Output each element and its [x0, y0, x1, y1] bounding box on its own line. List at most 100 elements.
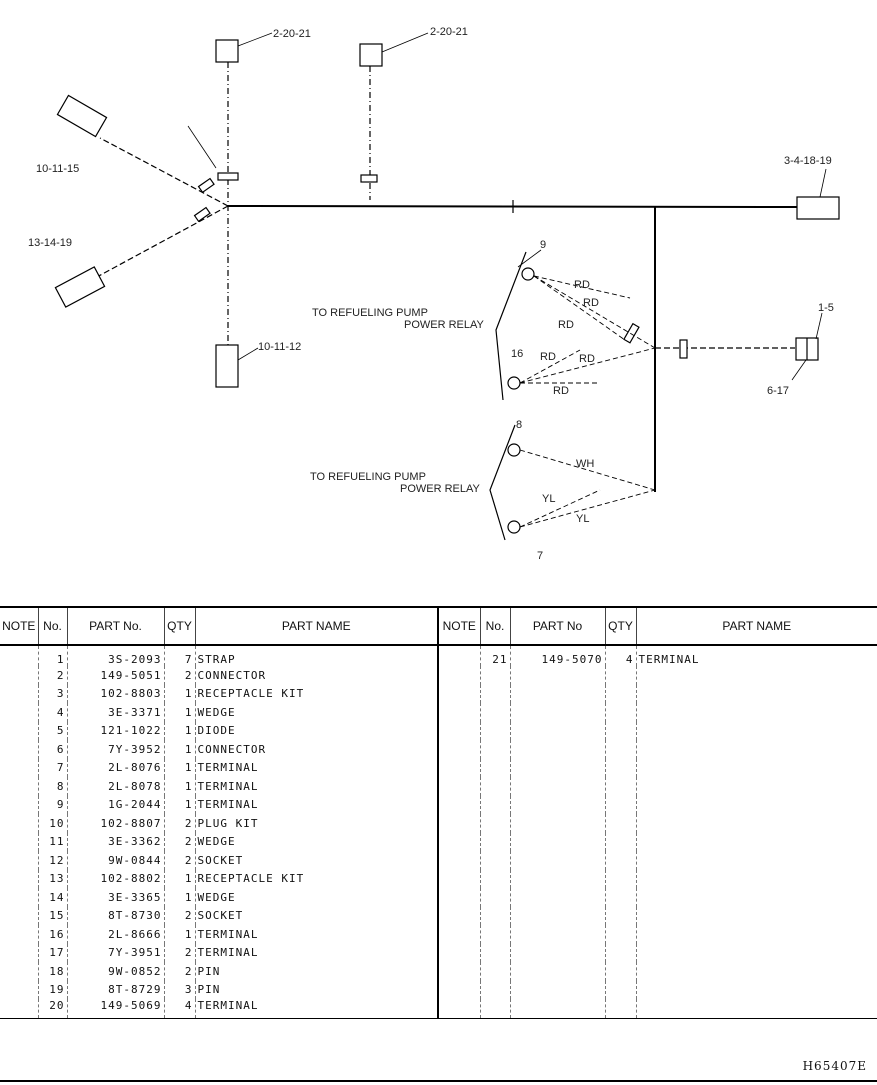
right-qty-cell [604, 684, 636, 703]
connector-left-upper [56, 94, 108, 138]
right-note-cell [437, 795, 480, 814]
right-part-no-cell [509, 684, 605, 703]
left-part-no-cell: 102-8803 [66, 684, 164, 703]
callout-bottom-left: 10-11-12 [258, 341, 301, 353]
right-part-name-cell [635, 758, 877, 777]
relay-label-upper-2: POWER RELAY [404, 319, 485, 331]
right-qty-cell [604, 962, 636, 981]
left-qty-cell: 2 [163, 832, 195, 851]
left-part-name-cell: TERMINAL [194, 925, 438, 944]
right-part-name-cell [635, 980, 877, 999]
left-no-cell: 5 [37, 721, 67, 740]
terminal-7-label: 7 [537, 550, 543, 562]
callout-top-mid: 2-20-21 [430, 26, 468, 38]
right-part-no-cell [509, 851, 605, 870]
right-qty-cell [604, 758, 636, 777]
col-part-name-2: PART NAME [635, 606, 877, 646]
left-part-no-cell: 3E-3365 [66, 888, 164, 907]
right-qty-cell [604, 832, 636, 851]
left-qty-cell: 1 [163, 925, 195, 944]
left-note-cell [0, 777, 38, 796]
right-part-no-cell: 149-5070 [509, 645, 605, 666]
left-no-cell: 8 [37, 777, 67, 796]
right-no-cell [479, 962, 510, 981]
left-note-cell [0, 962, 38, 981]
left-qty-cell: 1 [163, 888, 195, 907]
left-no-cell: 13 [37, 869, 67, 888]
right-qty-cell [604, 851, 636, 870]
right-note-cell [437, 906, 480, 925]
right-part-no-cell [509, 943, 605, 962]
right-part-name-cell [635, 851, 877, 870]
connector-left-lower [54, 266, 106, 308]
left-no-cell: 2 [37, 666, 67, 685]
right-no-cell [479, 999, 510, 1019]
right-part-name-cell [635, 888, 877, 907]
left-qty-cell: 2 [163, 962, 195, 981]
right-no-cell [479, 888, 510, 907]
right-part-no-cell [509, 962, 605, 981]
left-qty-cell: 1 [163, 721, 195, 740]
wire-color-rd-2: RD [583, 297, 599, 309]
left-part-no-cell: 121-1022 [66, 721, 164, 740]
left-no-cell: 19 [37, 980, 67, 999]
left-note-cell [0, 944, 38, 963]
right-note-cell [437, 888, 480, 907]
col-part-no-2: PART No [509, 606, 605, 646]
left-part-no-cell: 8T-8730 [66, 906, 164, 925]
right-part-name-cell [635, 721, 877, 740]
right-note-cell [437, 645, 480, 666]
right-note-cell [437, 684, 480, 703]
left-no-cell: 12 [37, 851, 67, 870]
wire-color-rd-1: RD [574, 279, 590, 291]
right-no-cell [479, 980, 510, 999]
wire-color-rd-6: RD [553, 385, 569, 397]
left-note-cell [0, 870, 38, 889]
right-no-cell [479, 721, 510, 740]
right-no-cell [479, 777, 510, 796]
right-part-name-cell [635, 906, 877, 925]
right-no-cell [479, 795, 510, 814]
col-qty: QTY [163, 606, 195, 646]
left-part-no-cell: 102-8802 [66, 869, 164, 888]
right-part-no-cell [509, 999, 605, 1019]
right-note-cell [437, 758, 480, 777]
left-note-cell [0, 685, 38, 704]
left-part-name-cell: TERMINAL [194, 758, 438, 777]
left-part-name-cell: PLUG KIT [194, 814, 438, 833]
right-part-no-cell [509, 814, 605, 833]
right-note-cell [437, 814, 480, 833]
connector-top-mid [359, 43, 383, 67]
left-qty-cell: 1 [163, 777, 195, 796]
right-part-name-cell [635, 832, 877, 851]
left-note-cell [0, 645, 38, 666]
right-part-no-cell [509, 666, 605, 685]
left-part-no-cell: 3E-3362 [66, 832, 164, 851]
col-no-2: No. [479, 606, 510, 646]
left-part-name-cell: RECEPTACLE KIT [194, 869, 438, 888]
left-qty-cell: 2 [163, 906, 195, 925]
right-part-name-cell [635, 777, 877, 796]
left-note-cell [0, 703, 38, 722]
left-part-name-cell: WEDGE [194, 888, 438, 907]
right-part-no-cell [509, 832, 605, 851]
right-qty-cell [604, 666, 636, 685]
right-qty-cell [604, 980, 636, 999]
left-part-name-cell: WEDGE [194, 703, 438, 722]
left-part-name-cell: TERMINAL [194, 795, 438, 814]
left-part-name-cell: RECEPTACLE KIT [194, 684, 438, 703]
left-part-no-cell: 9W-0844 [66, 851, 164, 870]
left-no-cell: 11 [37, 832, 67, 851]
wire-color-wh: WH [576, 458, 594, 470]
left-part-no-cell: 8T-8729 [66, 980, 164, 999]
right-no-cell [479, 684, 510, 703]
